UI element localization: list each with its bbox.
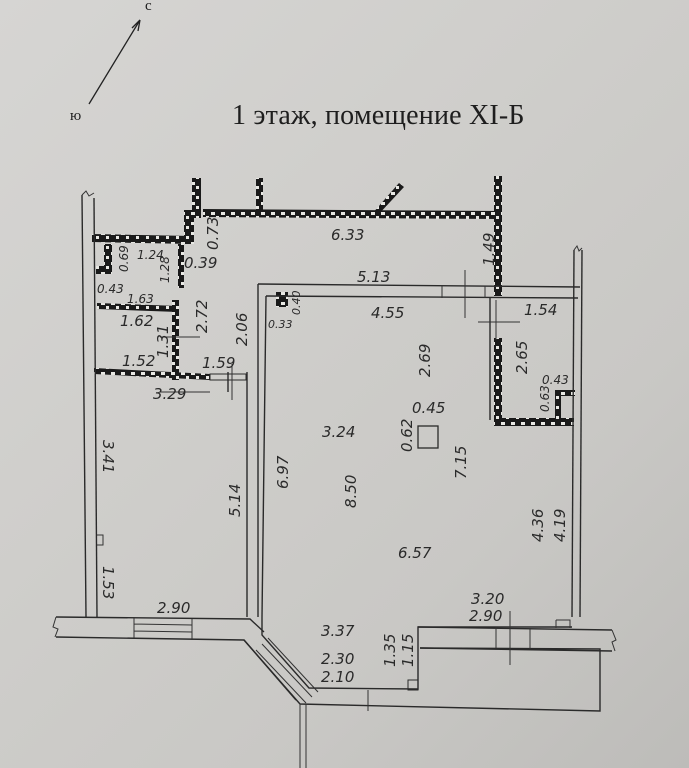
dim-bottom-right-outer: 3.20 [471, 590, 504, 608]
dim-main-top: 4.55 [371, 304, 404, 322]
dim-corner-niche-h: 0.40 [290, 291, 303, 316]
dim-top-wall: 6.33 [331, 226, 364, 244]
dim-main-vertical-center: 8.50 [342, 475, 360, 508]
column-icon [417, 425, 439, 449]
dim-main-width-lower: 6.57 [398, 544, 432, 562]
dim-right-nook-width: 1.54 [524, 301, 557, 319]
dim-column-height: 0.62 [398, 419, 416, 452]
dim-column-width: 0.45 [412, 399, 445, 417]
dim-left-room-width: 3.29 [153, 385, 186, 403]
dim-right-vertical-inner: 4.19 [551, 509, 569, 542]
dim-bottom-center: 3.37 [321, 622, 355, 640]
dimension-labels: 6.33 5.13 1.49 4.55 1.54 2.65 0.43 0.63 … [97, 217, 569, 686]
dim-top-right-vertical: 1.49 [480, 233, 498, 266]
dim-bottom-right-inner: 2.90 [469, 607, 502, 625]
dim-right-nook-height: 2.65 [513, 341, 531, 374]
compass-south-label: ю [70, 108, 82, 124]
dim-small-box-height: 0.63 [538, 385, 552, 412]
dim-left-room-bottom: 2.90 [157, 599, 190, 617]
dim-main-width-mid: 3.24 [322, 423, 355, 441]
dim-hall-width-left: 1.52 [122, 352, 155, 370]
hatched-walls [92, 176, 575, 426]
dim-corridor-height: 2.72 [193, 300, 211, 333]
north-arrow-icon [88, 19, 141, 105]
dim-entrance-depth-outer: 1.35 [381, 634, 399, 667]
dimension-ticks [160, 270, 520, 665]
dim-main-vertical-upper: 2.69 [416, 344, 434, 377]
dim-entrance-depth-inner: 1.15 [399, 634, 417, 667]
dim-wc-small: 0.43 [97, 282, 124, 296]
dim-wall-offset-upper: 0.73 [204, 217, 222, 250]
dim-main-vertical: 7.15 [452, 446, 470, 479]
dim-wall-offset-lower: 0.39 [184, 254, 217, 272]
partition-walls [52, 190, 617, 768]
dim-right-vertical-outer: 4.36 [529, 509, 547, 542]
compass-north-label: с [145, 0, 152, 14]
dim-bath-height: 1.31 [154, 325, 172, 358]
dim-entrance-outer: 2.30 [321, 650, 354, 668]
dim-bath-width-top: 1.63 [127, 292, 154, 306]
dim-left-main-vertical: 6.97 [274, 455, 292, 489]
dim-corridor-side: 2.06 [233, 313, 251, 346]
dim-left-room-lower-h: 1.53 [99, 566, 117, 599]
dim-entrance-inner: 2.10 [321, 668, 354, 686]
dim-wc-width-top: 1.24 [137, 248, 164, 262]
dim-wc-vertical: 1.28 [158, 256, 172, 283]
dim-wc-height: 0.69 [117, 245, 131, 272]
dim-corner-niche-w: 0.33 [268, 318, 293, 331]
dim-hall-width-right: 1.59 [202, 354, 235, 372]
dim-top-inner: 5.13 [357, 268, 390, 286]
plan-title: 1 этаж, помещение XI-Б [232, 100, 525, 131]
dim-left-room-upper-h: 3.41 [99, 440, 117, 473]
dim-left-room-right-h: 5.14 [226, 484, 244, 517]
dim-bath-width-bottom: 1.62 [120, 312, 153, 330]
dim-small-box-width: 0.43 [542, 373, 569, 387]
